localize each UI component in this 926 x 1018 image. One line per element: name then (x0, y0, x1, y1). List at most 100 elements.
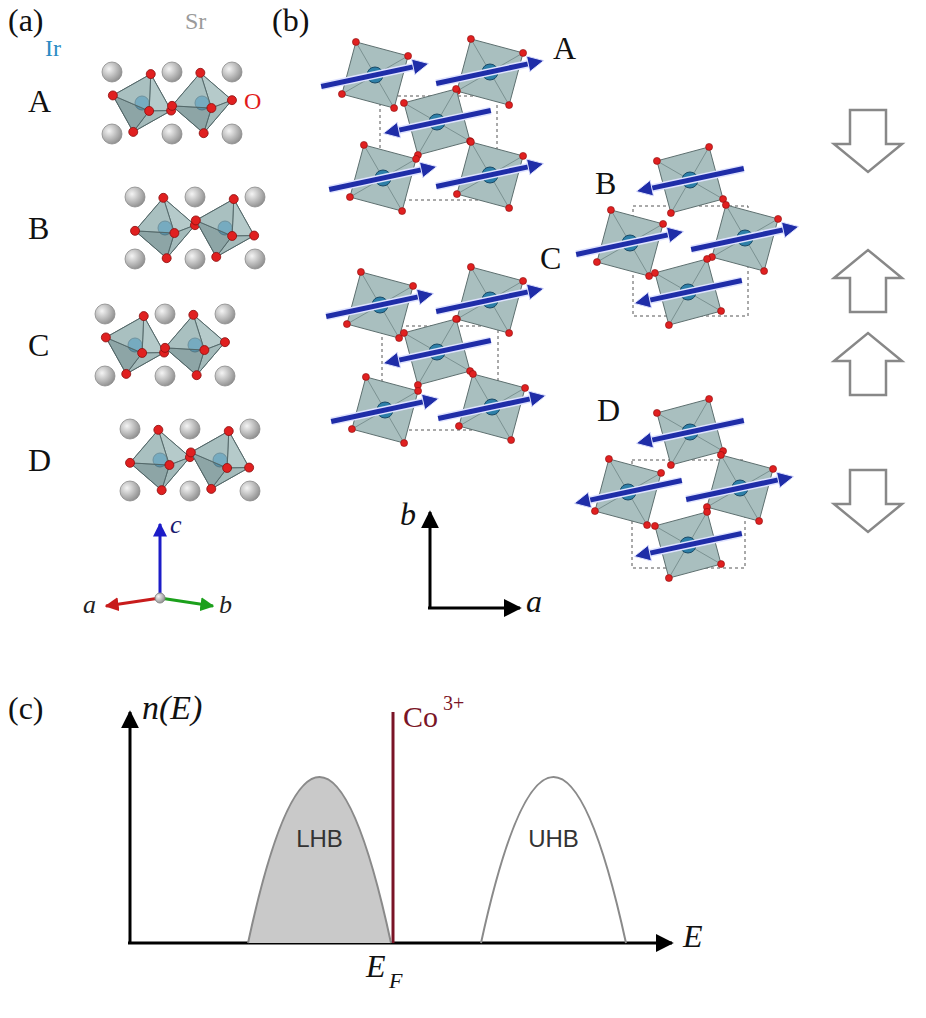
o-atom (506, 102, 513, 109)
figure-part (106, 316, 164, 374)
spin-outline (576, 235, 668, 255)
layer-label: D (597, 392, 620, 429)
o-atom (605, 455, 612, 462)
axis-label: a (83, 590, 96, 620)
layer-label: D (28, 442, 51, 479)
spin-shaft (331, 402, 423, 422)
band-outline (248, 777, 391, 943)
o-atom (455, 423, 462, 430)
o-atom (453, 315, 460, 322)
sr-atom (180, 419, 200, 439)
spin-shaft (590, 481, 682, 501)
lower-hubbard-band: LHB (248, 775, 391, 943)
spin-arrow (686, 472, 794, 499)
o-atom (129, 127, 138, 136)
spin-outline (436, 64, 528, 84)
o-atom (520, 49, 527, 56)
o-atom (250, 231, 259, 240)
spin-arrow (329, 162, 437, 189)
c-axis (159, 524, 162, 598)
spin-outline (650, 281, 742, 301)
spin-outline (691, 230, 783, 250)
figure-part (172, 73, 232, 133)
dos-axis (129, 712, 132, 944)
sr-atom (162, 62, 182, 82)
o-atom (348, 426, 355, 433)
o-atom (189, 310, 198, 319)
o-atom (653, 409, 660, 416)
spin-head (411, 59, 428, 75)
o-atom (453, 316, 460, 323)
o-atom (157, 486, 166, 495)
sr-atom (185, 249, 205, 269)
axis-label: a (526, 583, 542, 620)
axis-label: n(E) (142, 688, 202, 727)
spin-arrow (436, 56, 544, 83)
o-atom (343, 321, 350, 328)
spin-head (421, 394, 438, 410)
spin-outline (652, 421, 744, 441)
o-atom (400, 99, 407, 106)
figure-part (135, 198, 195, 258)
energy-axis (128, 942, 672, 945)
moment-arrow (834, 110, 902, 172)
o-atom (665, 575, 672, 582)
octahedron-face (172, 73, 211, 108)
axis-label: b (400, 496, 416, 533)
sr-atom (245, 187, 265, 207)
panel-letter: (c) (8, 690, 44, 727)
figure-part (113, 74, 171, 132)
sr-atom (240, 481, 260, 501)
spin-shaft (576, 235, 668, 255)
o-atom (220, 338, 229, 347)
o-atom (161, 343, 170, 352)
octahedron-face (191, 431, 229, 468)
o-atom (469, 370, 476, 377)
sr-atom (120, 481, 140, 501)
spin-shaft (686, 480, 778, 500)
o-atom (168, 101, 177, 110)
octahedron-face (165, 315, 204, 350)
o-atom (520, 152, 527, 159)
o-atom (405, 52, 412, 59)
o-atom (360, 141, 367, 148)
spin-shaft (436, 167, 528, 187)
o-atom (651, 269, 658, 276)
spin-arrow (691, 222, 799, 249)
spin-shaft (326, 297, 418, 317)
atom-label: O (244, 88, 261, 116)
o-atom (410, 282, 417, 289)
o-atom (357, 268, 364, 275)
o-atom (170, 229, 179, 238)
octahedron-face (130, 430, 169, 465)
o-atom (593, 259, 600, 266)
atom-label: Sr (185, 8, 206, 36)
band-label: UHB (528, 825, 579, 853)
spin-shaft (436, 292, 528, 312)
spin-head (781, 222, 798, 238)
o-atom (653, 157, 660, 164)
sr-atom (222, 124, 242, 144)
o-atom (508, 437, 515, 444)
octahedron-face (232, 199, 254, 236)
band-outline (481, 777, 626, 943)
axis-label: c (170, 510, 182, 540)
spin-arrow (383, 111, 491, 138)
o-atom (199, 129, 208, 138)
a-axis (106, 598, 160, 606)
o-atom (704, 508, 711, 515)
fermi-label: E (366, 948, 386, 985)
spin-outline (650, 534, 742, 554)
spin-arrow (383, 341, 491, 368)
co-level (392, 712, 395, 943)
spin-arrow (436, 284, 544, 311)
sr-atom (125, 187, 145, 207)
o-atom (467, 263, 474, 270)
layer-label: C (540, 240, 561, 277)
spin-head (776, 472, 793, 488)
o-atom (162, 254, 171, 263)
spin-arrow (436, 159, 544, 186)
sr-atom (125, 249, 145, 269)
spin-arrow (321, 59, 429, 86)
